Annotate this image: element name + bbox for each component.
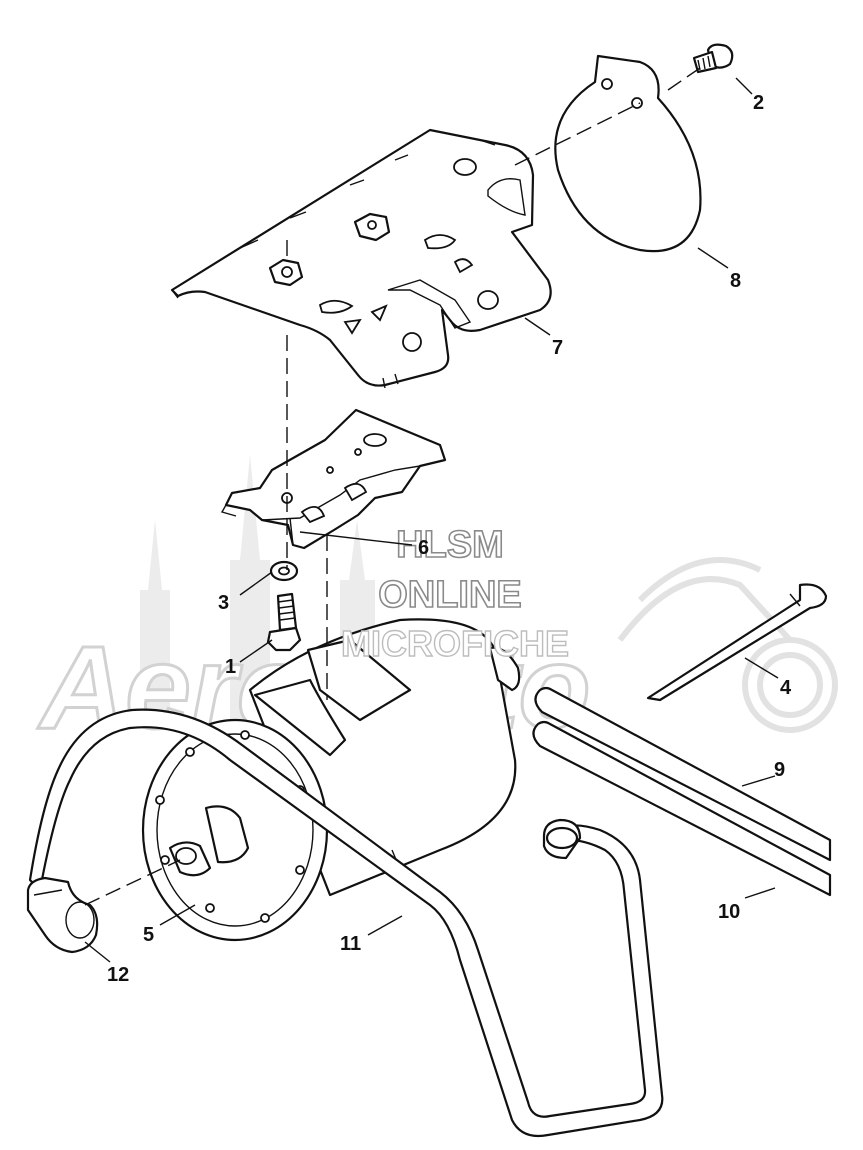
alignment-lines <box>84 67 701 906</box>
callout-2: 2 <box>753 92 764 114</box>
callout-6: 6 <box>418 537 429 559</box>
part-1-bolt <box>266 592 302 652</box>
part-12-elbow-fitting <box>26 876 99 954</box>
callout-3: 3 <box>218 592 229 614</box>
part-3-washer <box>269 560 299 582</box>
leader-lines <box>84 77 779 963</box>
watermark-line-1: HLSM <box>396 524 504 566</box>
motorcycle-silhouette-icon <box>617 557 838 733</box>
part-4-cable-tie <box>646 583 828 702</box>
part-11-tube <box>28 708 664 1138</box>
part-2-screw <box>692 43 734 74</box>
part-10-hose <box>532 720 832 897</box>
callout-8: 8 <box>730 270 741 292</box>
callout-7: 7 <box>552 337 563 359</box>
callout-12: 12 <box>107 964 129 986</box>
watermark-overlay: HLSM ONLINE MICROFICHE <box>340 523 569 665</box>
part-7-mounting-bracket <box>170 128 552 389</box>
callout-4: 4 <box>780 677 792 699</box>
part-9-hose <box>534 686 832 862</box>
watermark-line-2: ONLINE <box>378 574 522 616</box>
callouts: 2 8 7 6 3 1 4 9 10 11 5 12 <box>107 92 792 986</box>
part-6-clip-bracket <box>220 408 447 550</box>
callout-11: 11 <box>340 933 361 955</box>
part-8-cover-plate <box>554 54 702 253</box>
watermark-line-3: MICROFICHE <box>341 623 569 664</box>
callout-9: 9 <box>774 759 785 781</box>
callout-5: 5 <box>143 924 154 946</box>
callout-1: 1 <box>225 656 236 678</box>
callout-10: 10 <box>718 901 740 923</box>
